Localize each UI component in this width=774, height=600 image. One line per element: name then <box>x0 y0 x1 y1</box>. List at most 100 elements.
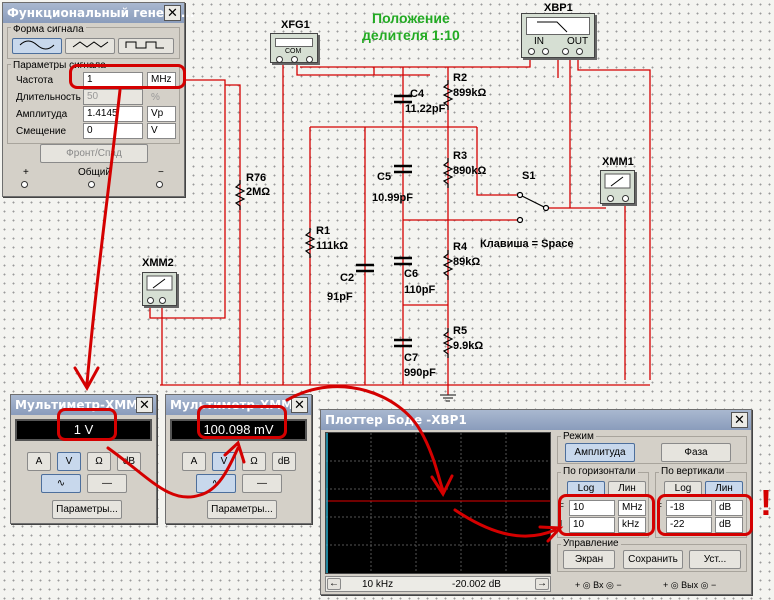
ohm-button[interactable]: Ω <box>242 452 266 471</box>
save-button[interactable]: Сохранить <box>623 550 683 569</box>
square-wave-button[interactable] <box>118 38 174 54</box>
bode-in-terminal-label: Вх <box>593 580 604 590</box>
r5-value: 9.9kΩ <box>453 340 484 352</box>
close-icon: ✕ <box>294 397 305 412</box>
vertical-group-label: По вертикали <box>659 466 727 477</box>
sine-wave-button[interactable] <box>12 38 62 54</box>
horizontal-final-input[interactable]: 10 <box>569 500 615 516</box>
r2-value: 899kΩ <box>453 87 487 99</box>
volt-button[interactable]: V <box>57 452 81 471</box>
vertical-initial-input[interactable]: -22 <box>666 517 712 533</box>
common-label: Общий <box>78 167 111 178</box>
function-generator-window: Функциональный генера... ✕ Форма сигнала… <box>2 2 194 197</box>
bode-in-terminals: + ◎ Вх ◎ − <box>575 580 622 590</box>
vertical-final-unit[interactable]: dB <box>715 500 743 516</box>
db-button[interactable]: dB <box>272 452 296 471</box>
close-button[interactable]: ✕ <box>731 412 748 428</box>
exclamation-annotation: ! <box>760 482 772 523</box>
volt-button[interactable]: V <box>212 452 236 471</box>
offset-input[interactable]: 0 <box>83 123 143 139</box>
xfg1-label: XFG1 <box>281 19 310 31</box>
settings-button[interactable]: Уст... <box>689 550 741 569</box>
cursor-left-button[interactable]: ← <box>327 578 341 590</box>
xmm2-display-highlight <box>57 408 117 441</box>
cursor-right-button[interactable]: → <box>535 578 549 590</box>
dc-line-icon: — <box>257 478 267 489</box>
minus-terminal[interactable] <box>156 181 163 188</box>
vertical-final-input[interactable]: -18 <box>666 500 712 516</box>
meter-icon <box>146 275 173 291</box>
c5-value: 10.99pF <box>372 192 413 204</box>
funcgen-titlebar[interactable]: Функциональный генера... <box>3 3 194 23</box>
db-button[interactable]: dB <box>117 452 141 471</box>
xmm2-params-button[interactable]: Параметры... <box>52 500 122 519</box>
r4-value: 89kΩ <box>453 256 481 268</box>
ac-button[interactable]: ∿ <box>41 474 81 493</box>
r5-label: R5 <box>453 325 468 337</box>
close-button[interactable]: ✕ <box>291 397 308 413</box>
phase-mode-button[interactable]: Фаза <box>661 443 731 462</box>
mode-group-label: Режим <box>561 431 596 442</box>
c6-label: C6 <box>404 268 419 280</box>
sine-wave-icon <box>19 40 55 50</box>
horizontal-initial-unit[interactable]: kHz <box>618 517 646 533</box>
close-button[interactable]: ✕ <box>164 5 181 21</box>
switch-key-label: Клавиша = Space <box>480 238 574 250</box>
waveform-group-label: Форма сигнала <box>11 24 86 35</box>
ac-wave-icon: ∿ <box>56 478 66 489</box>
offset-label: Смещение <box>16 126 67 137</box>
function-generator-symbol[interactable]: COM <box>270 33 318 63</box>
ampere-button[interactable]: A <box>27 452 51 471</box>
horizontal-final-unit[interactable]: MHz <box>618 500 646 516</box>
duty-input[interactable]: 50 <box>83 89 143 105</box>
ac-button[interactable]: ∿ <box>196 474 236 493</box>
xmm1-display-highlight <box>197 405 287 439</box>
close-button[interactable]: ✕ <box>136 397 153 413</box>
annotation-line1: Положение <box>372 10 450 26</box>
close-icon: ✕ <box>167 5 178 20</box>
arrow-left-icon: ← <box>329 578 339 589</box>
amplitude-mode-button[interactable]: Амплитуда <box>565 443 635 462</box>
common-terminal[interactable] <box>88 181 95 188</box>
multimeter-xmm1-symbol[interactable] <box>600 170 635 204</box>
dc-button[interactable]: — <box>87 474 127 493</box>
c4-value: 11.22pF <box>405 103 446 115</box>
r3-value: 890kΩ <box>453 165 487 177</box>
frequency-label: Частота <box>16 75 54 86</box>
c6-value: 110pF <box>404 284 436 296</box>
bode-plot-screen[interactable] <box>325 432 551 574</box>
c2-label: C2 <box>340 272 355 284</box>
ohm-button[interactable]: Ω <box>87 452 111 471</box>
rise-fall-button[interactable]: Фронт/Спад <box>40 144 148 163</box>
square-wave-icon <box>125 41 164 49</box>
screen-button[interactable]: Экран <box>563 550 615 569</box>
bode-out-label: OUT <box>567 36 589 47</box>
amplitude-input[interactable]: 1.4145 <box>83 106 143 122</box>
dc-button[interactable]: — <box>242 474 282 493</box>
arrow-right-icon: → <box>537 578 547 589</box>
multimeter-xmm2-symbol[interactable] <box>142 272 177 306</box>
c7-value: 990pF <box>404 367 436 379</box>
bode-title: Плоттер Боде -XBP1 <box>325 413 467 427</box>
offset-unit[interactable]: V <box>147 123 176 139</box>
horizontal-group-label: По горизонтали <box>561 466 638 477</box>
multimeter-xmm2-window: Мультиметр-XMM2 ✕ 1 V A V Ω dB ∿ — Парам… <box>10 394 157 524</box>
minus-label: − <box>158 167 164 178</box>
bode-plotter-symbol[interactable]: IN OUT <box>521 13 595 58</box>
plus-terminal[interactable] <box>21 181 28 188</box>
annotation-line2: делителя 1:10 <box>362 27 460 43</box>
triangle-wave-button[interactable] <box>65 38 115 54</box>
r1-value: 111kΩ <box>316 240 349 252</box>
vertical-initial-unit[interactable]: dB <box>715 517 743 533</box>
dc-line-icon: — <box>102 478 112 489</box>
xmm1-params-button[interactable]: Параметры... <box>207 500 277 519</box>
bode-titlebar[interactable]: Плоттер Боде -XBP1 <box>321 410 751 430</box>
amplitude-unit[interactable]: Vp <box>147 106 176 122</box>
cursor-db: -20.002 dB <box>452 579 501 590</box>
horizontal-initial-input[interactable]: 10 <box>569 517 615 533</box>
cursor-frequency: 10 kHz <box>362 579 394 590</box>
bode-plot-grid <box>326 433 550 573</box>
amplitude-label: Амплитуда <box>16 109 68 120</box>
ampere-button[interactable]: A <box>182 452 206 471</box>
